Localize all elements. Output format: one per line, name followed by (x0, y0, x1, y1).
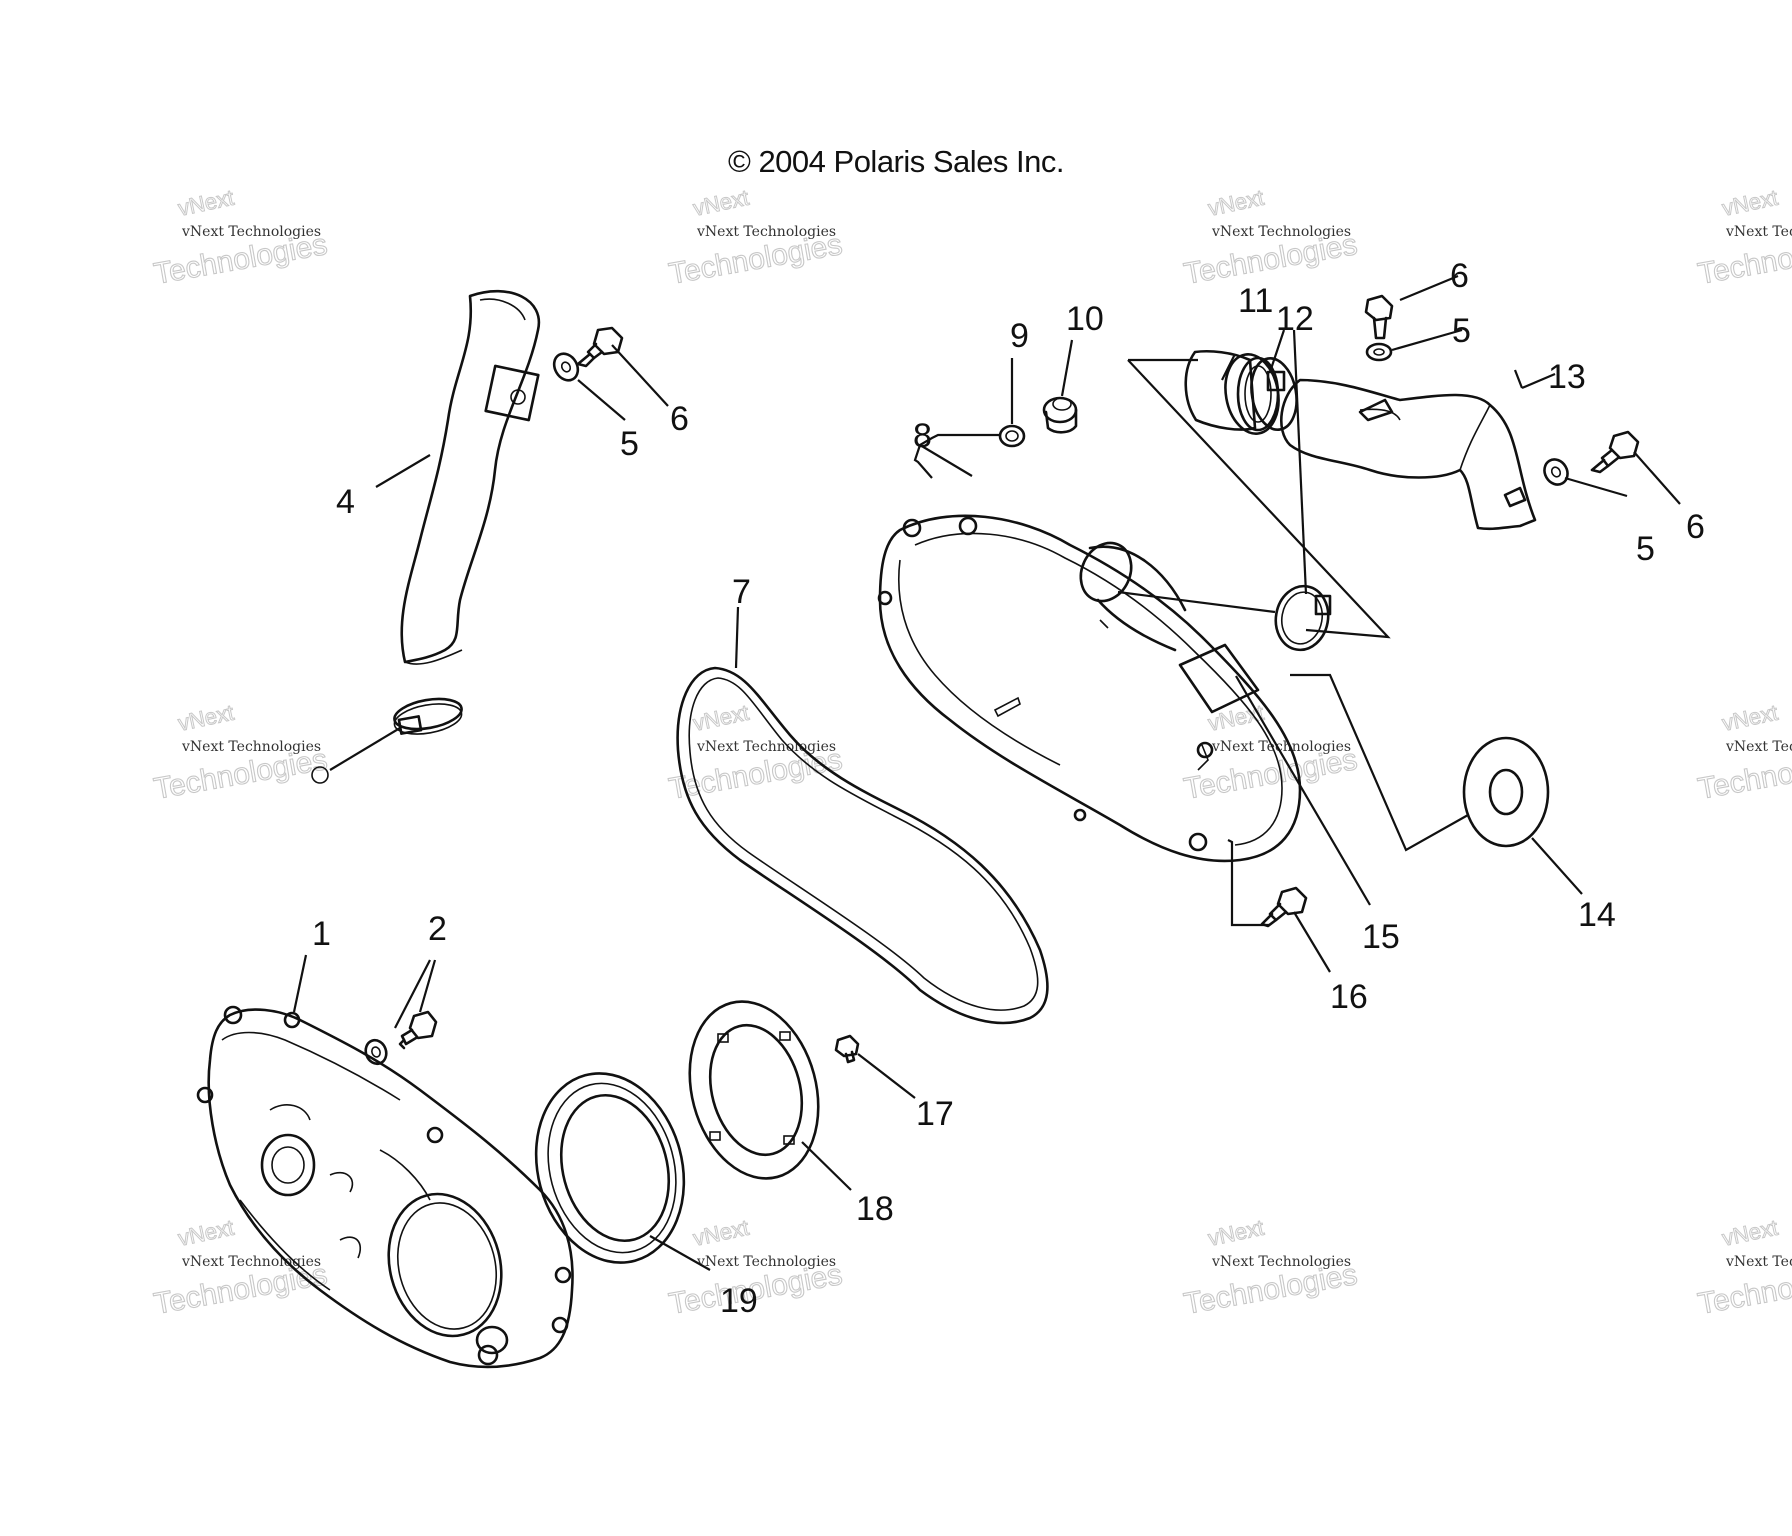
watermark-small: vNext Technologies (696, 224, 836, 240)
watermark-small: vNext Technologies (181, 739, 321, 755)
watermark-top: vNext (176, 1215, 236, 1251)
plug-10 (1042, 396, 1078, 434)
copyright-notice: © 2004 Polaris Sales Inc. (727, 144, 1065, 179)
inner-clutch-cover-1 (196, 1005, 574, 1369)
watermark: vNext vNext Technologies Technologies (666, 184, 845, 291)
washer-2 (364, 1038, 388, 1066)
callout-6-left: 6 (670, 400, 689, 438)
callout-6-right: 6 (1686, 508, 1705, 546)
washer-right (1543, 458, 1569, 486)
intake-duct-left (400, 289, 541, 665)
callout-5-right: 5 (1636, 530, 1655, 568)
callout-13: 13 (1548, 358, 1586, 396)
watermark: vNext vNext Technologies Technologies (666, 699, 845, 806)
hose-clamp-12-bottom (1274, 584, 1332, 652)
callout-9: 9 (1010, 317, 1029, 355)
callout-14: 14 (1578, 896, 1616, 934)
leader-lines (292, 274, 1681, 1271)
watermark: vNext vNext Technologies Technologies (151, 1214, 330, 1321)
callout-15: 15 (1362, 918, 1400, 956)
callout-11: 11 (1238, 282, 1273, 320)
watermark-top: vNext (1720, 185, 1780, 221)
watermark-top: vNext (691, 185, 751, 221)
callout-7: 7 (732, 573, 751, 611)
watermark-small: vNext Technologies (181, 1254, 321, 1270)
outlet-duct-13 (1279, 378, 1537, 531)
watermark: vNext vNext Technologies Technologies (1181, 184, 1360, 291)
callout-6-top-right: 6 (1450, 257, 1469, 295)
watermark: vNext vNext Technologies Technologies (1181, 699, 1360, 806)
callout-16: 16 (1330, 978, 1368, 1016)
watermark-top: vNext (1206, 1215, 1266, 1251)
watermark-top: vNext (176, 185, 236, 221)
watermark: vNext vNext Technologies Technologies (151, 699, 330, 806)
watermark-top: vNext (1206, 185, 1266, 221)
hose-clamp-12-top (1224, 353, 1298, 435)
screw-17 (834, 1034, 860, 1064)
watermark-top: vNext (691, 700, 751, 736)
watermark-small: vNext Technologies (696, 739, 836, 755)
bolt-2 (398, 1010, 438, 1050)
o-ring-9 (998, 424, 1026, 448)
callouts: 4 5 6 7 8 9 10 11 12 13 6 5 5 6 14 15 16… (312, 257, 1705, 1320)
callout-4: 4 (336, 483, 355, 521)
watermark-small: vNext Technologies (1725, 224, 1792, 240)
watermark-top: vNext (1720, 1215, 1780, 1251)
watermark-top: vNext (1206, 700, 1266, 736)
callout-5-left: 5 (620, 425, 639, 463)
callout-2: 2 (428, 910, 447, 948)
watermark-small: vNext Technologies (1725, 1254, 1792, 1270)
drive-belt-7 (676, 666, 1049, 1025)
callout-18: 18 (856, 1190, 894, 1228)
watermark-small: vNext Technologies (696, 1254, 836, 1270)
retainer-plate-18 (688, 1000, 820, 1180)
watermark-small: vNext Technologies (1211, 1254, 1351, 1270)
watermark-top: vNext (176, 700, 236, 736)
bolt-left (576, 326, 624, 368)
callout-5-top-right: 5 (1452, 312, 1471, 350)
watermark-small: vNext Technologies (1725, 739, 1792, 755)
callout-8: 8 (913, 417, 932, 455)
callout-17: 17 (916, 1095, 954, 1133)
washer-top-right (1365, 342, 1393, 362)
bolt-top-right (1364, 294, 1394, 340)
watermark-small: vNext Technologies (1211, 739, 1351, 755)
callout-19: 19 (720, 1282, 758, 1320)
seal-19 (534, 1072, 686, 1264)
hose-clamp-left (311, 697, 463, 784)
watermark-top: vNext (691, 1215, 751, 1251)
seal-14 (1462, 736, 1550, 848)
watermark: vNext vNext Technologies Technologies (1695, 699, 1792, 806)
watermark: vNext vNext Technologies Technologies (151, 184, 330, 291)
bolt-right (1590, 430, 1640, 474)
outer-clutch-cover (877, 514, 1302, 863)
watermark-small: vNext Technologies (181, 224, 321, 240)
watermark-top: vNext (1720, 700, 1780, 736)
watermark: vNext vNext Technologies Technologies (1695, 184, 1792, 291)
watermark-layer: vNext vNext Technologies Technologies vN… (151, 184, 1792, 1321)
callout-10: 10 (1066, 300, 1104, 338)
callout-12: 12 (1276, 300, 1314, 338)
washer-left (552, 352, 580, 382)
watermark-small: vNext Technologies (1211, 224, 1351, 240)
watermark: vNext vNext Technologies Technologies (1181, 1214, 1360, 1321)
callout-1: 1 (312, 915, 331, 953)
watermark: vNext vNext Technologies Technologies (1695, 1214, 1792, 1321)
